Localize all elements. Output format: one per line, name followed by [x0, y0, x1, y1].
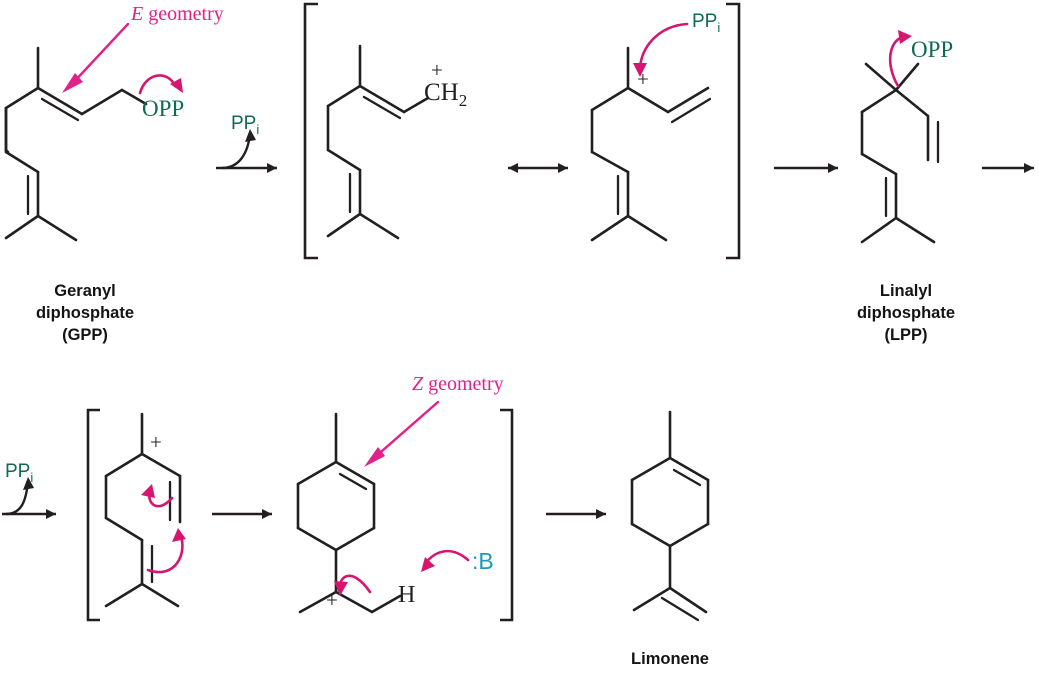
label-ppi-recombination: PPi — [692, 12, 720, 34]
bracket-right-bottom — [500, 408, 514, 622]
structure-gpp — [4, 46, 148, 242]
compound-name-lpp: Linalyl diphosphate (LPP) — [839, 281, 973, 346]
label-opp-gpp: OPP — [142, 96, 185, 121]
compound-name-lpp-line1: Linalyl — [879, 282, 933, 300]
structure-cyclic-cation — [296, 412, 402, 614]
label-plus-tertiary-cation: + — [637, 67, 649, 91]
label-ch2-text: CH — [424, 79, 459, 106]
pointer-z-geometry — [364, 400, 440, 467]
compound-name-gpp-line2: diphosphate — [35, 303, 135, 322]
label-ppi-step1-text: PP — [231, 113, 257, 134]
reaction-arrow-4 — [2, 477, 56, 519]
bracket-right-resonance — [726, 2, 741, 260]
compound-name-limonene: Limonene — [603, 649, 737, 671]
curved-arrow-gpp-ionization — [138, 74, 183, 95]
bracket-left-resonance — [303, 2, 318, 260]
label-ppi-step1: PPi — [231, 114, 259, 136]
label-e-geometry-italic: E — [131, 3, 144, 25]
label-ppi-step4-text: PP — [5, 461, 31, 482]
pointer-e-geometry — [62, 22, 130, 93]
curved-arrow-base-attack — [421, 549, 470, 572]
structure-allylic-cation-tertiary — [590, 46, 712, 242]
label-z-geometry: Z geometry — [412, 374, 504, 394]
compound-name-limonene-line1: Limonene — [631, 650, 709, 668]
label-ppi-step4-sub: i — [30, 469, 34, 485]
structure-lpp — [860, 62, 940, 244]
label-plus-cyclic-cation: + — [326, 588, 338, 612]
reaction-arrow-6 — [546, 509, 606, 519]
resonance-arrow — [508, 163, 568, 173]
label-plus-folded-cation: + — [150, 430, 162, 454]
reaction-arrow-2 — [774, 163, 838, 173]
label-e-geometry: E geometry — [131, 4, 224, 24]
label-plus-primary-cation: + — [431, 58, 443, 82]
structure-allylic-cation-primary — [326, 44, 430, 240]
label-ch2-primary-cation: CH2 — [424, 80, 467, 109]
label-ppi-recombination-sub: i — [717, 19, 721, 35]
compound-name-lpp-line3: (LPP) — [884, 325, 928, 344]
label-ppi-step4: PPi — [5, 462, 33, 484]
curved-arrow-lpp-ionization — [888, 30, 912, 88]
reaction-arrow-3 — [982, 163, 1034, 173]
reaction-arrow-1 — [216, 129, 277, 173]
label-hydrogen: H — [398, 582, 416, 608]
compound-name-gpp: Geranyl diphosphate (GPP) — [18, 281, 152, 346]
bracket-left-bottom — [86, 408, 100, 622]
curved-arrow-ppi-attack — [633, 22, 689, 77]
label-z-geometry-italic: Z — [412, 373, 424, 395]
curved-arrow-deprotonation-1 — [334, 574, 372, 596]
reaction-arrow-5 — [212, 509, 272, 519]
label-z-geometry-rest: geometry — [423, 373, 504, 395]
label-ppi-step1-sub: i — [256, 121, 260, 137]
label-opp-lpp: OPP — [911, 37, 954, 62]
label-e-geometry-rest: geometry — [143, 3, 224, 25]
structure-folded-cation — [104, 412, 182, 608]
compound-name-gpp-line3: (GPP) — [62, 325, 108, 344]
curved-arrow-cyclization-2 — [146, 528, 186, 574]
compound-name-gpp-line1: Geranyl — [54, 282, 116, 300]
label-base: :B — [472, 548, 494, 574]
compound-name-lpp-line2: diphosphate — [856, 303, 956, 322]
curved-arrow-cyclization-1 — [141, 484, 174, 508]
structure-limonene — [630, 410, 710, 622]
label-ppi-recombination-text: PP — [692, 11, 718, 32]
label-ch2-sub: 2 — [458, 91, 468, 110]
